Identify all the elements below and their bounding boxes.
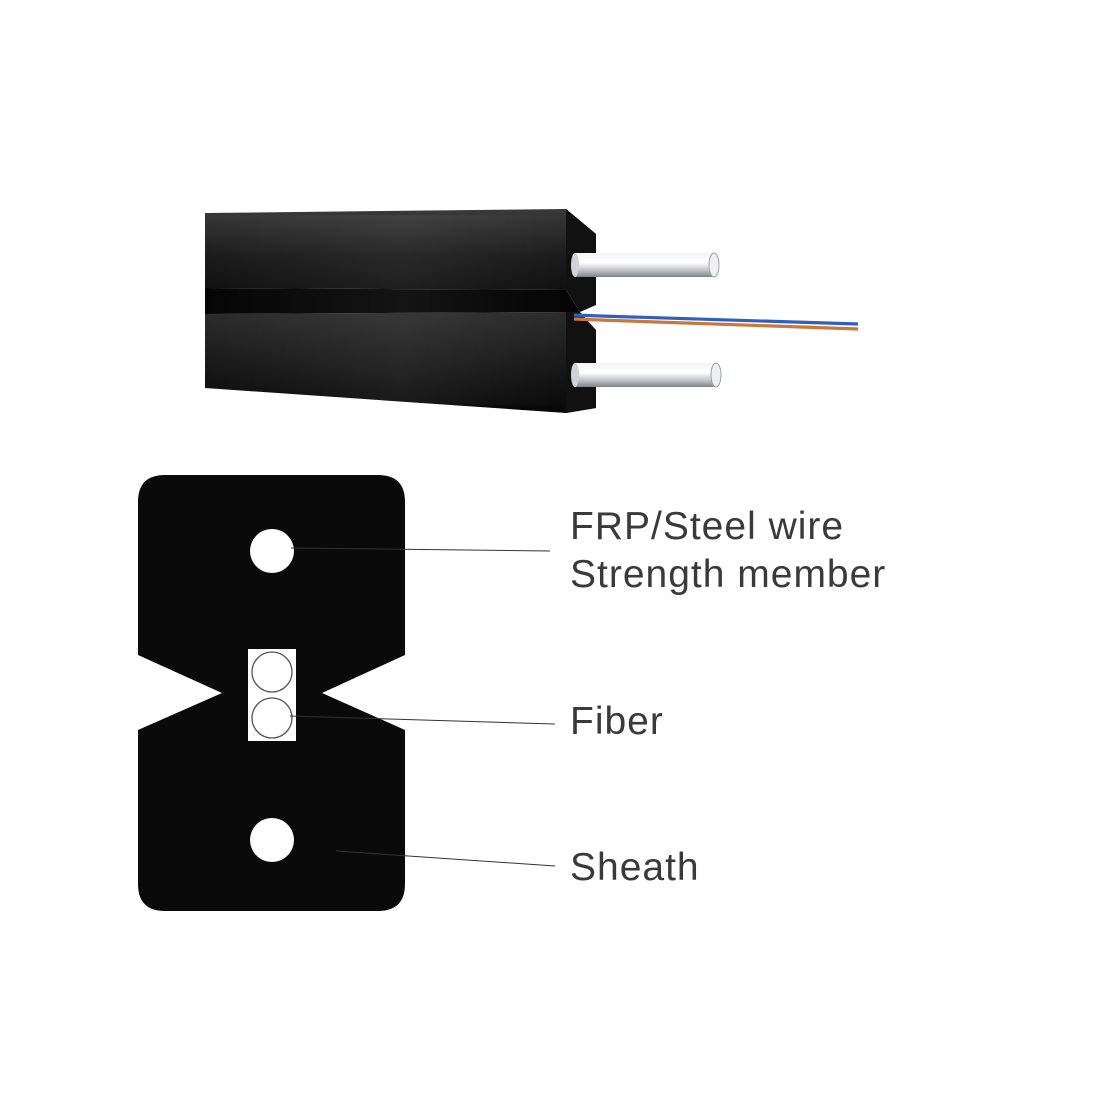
cable-cross-section — [138, 475, 405, 911]
strength-member-hole-top — [250, 529, 294, 573]
strength-member-lower-3d — [571, 362, 722, 388]
label-sheath: Sheath — [570, 846, 700, 889]
fiber-pair-3d — [573, 313, 859, 331]
fiber-core-bottom — [251, 697, 293, 739]
label-fiber: Fiber — [570, 700, 664, 743]
leader-lines — [289, 547, 556, 867]
cable-3d-view — [205, 209, 859, 413]
label-strength-member: FRP/Steel wire Strength member — [570, 503, 886, 599]
jacket-sheen — [205, 215, 565, 405]
leader-line-strength-member — [290, 547, 551, 552]
label-strength-member-line-2: Strength member — [570, 553, 887, 596]
label-strength-member-line-1: FRP/Steel wire — [570, 505, 845, 548]
leader-line-sheath — [335, 850, 556, 867]
strength-member-hole-bottom — [250, 818, 294, 862]
strength-member-upper-3d — [571, 252, 720, 278]
fiber-core-top — [251, 651, 293, 693]
leader-line-fiber — [289, 715, 556, 725]
